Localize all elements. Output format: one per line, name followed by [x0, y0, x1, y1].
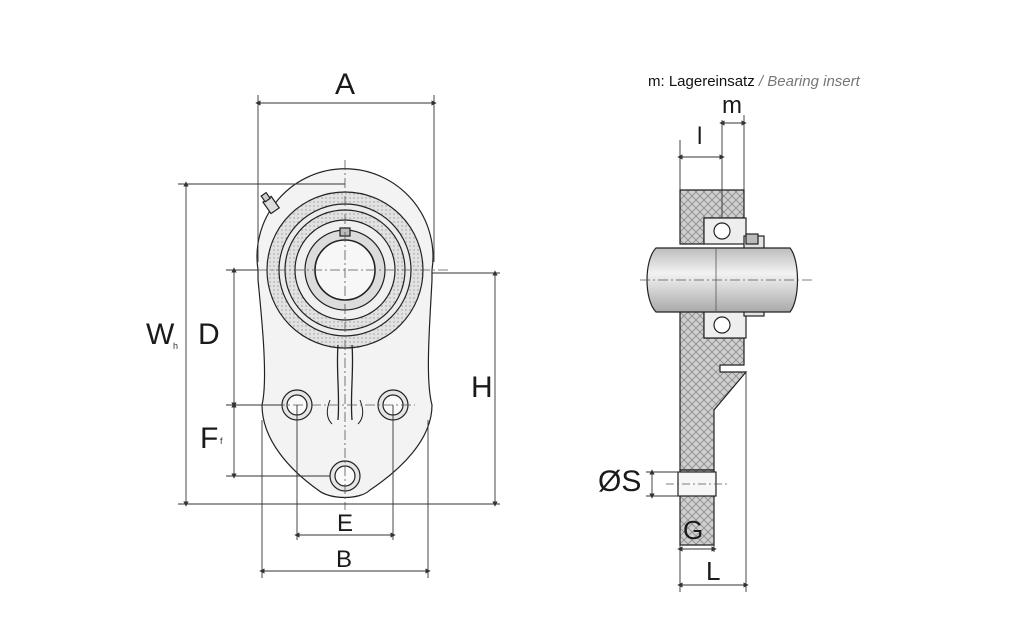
- grease-nipple: [260, 191, 281, 215]
- bearing-insert-caption: m: Lagereinsatz / Bearing insert: [648, 74, 860, 90]
- dim-label-F-subscript: f: [220, 436, 223, 446]
- front-view: [178, 95, 500, 578]
- dim-label-W-subscript: h: [173, 341, 179, 351]
- side-set-screw: [745, 233, 759, 245]
- dim-label-A: A: [335, 68, 356, 101]
- dim-label-B: B: [336, 546, 353, 573]
- caption-separator: /: [754, 73, 768, 90]
- dim-label-m: m: [722, 92, 742, 119]
- rib: [336, 344, 354, 421]
- dim-label-L: L: [706, 556, 721, 586]
- dim-label-D: D: [198, 318, 220, 351]
- shaft: [646, 247, 799, 313]
- dim-label-W: W: [146, 318, 175, 351]
- dim-label-E: E: [337, 510, 354, 537]
- dim-label-F: F: [200, 422, 219, 455]
- dim-label-H: H: [471, 371, 493, 404]
- dim-label-G: G: [683, 515, 704, 545]
- side-view: [640, 115, 812, 592]
- dim-label-S: ØS: [598, 465, 642, 498]
- caption-english: Bearing insert: [767, 73, 860, 90]
- caption-german: m: Lagereinsatz: [648, 73, 755, 90]
- dim-label-l: l: [697, 123, 703, 150]
